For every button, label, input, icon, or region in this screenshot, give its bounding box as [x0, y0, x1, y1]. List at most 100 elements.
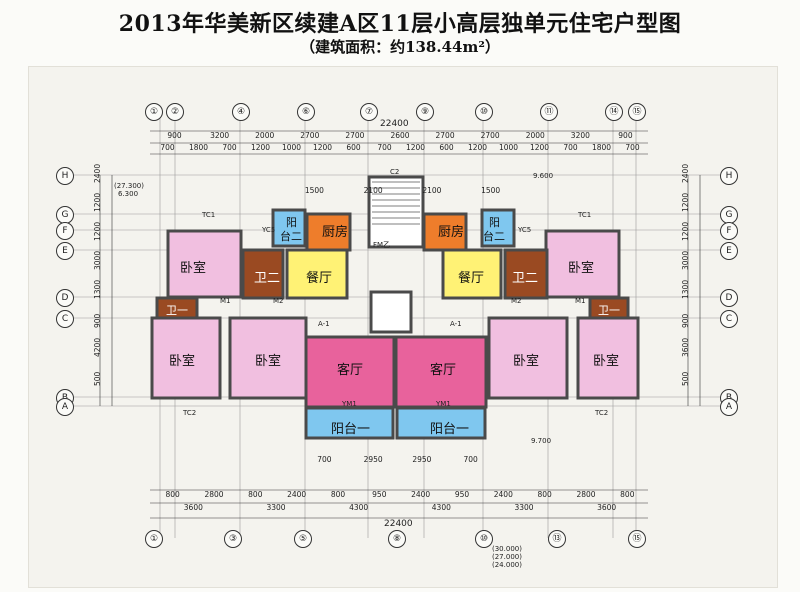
axis-bubble-top: ④ — [232, 103, 250, 121]
dim-left-col: 4200 — [93, 337, 102, 357]
dim-top-row2: 1200 — [405, 143, 426, 152]
dim-bottom-row2: 2800 — [576, 490, 596, 499]
dim-bottom-row2: 800 — [620, 490, 635, 499]
dim-top-row1: 3200 — [570, 131, 590, 140]
axis-bubble-bottom: ③ — [224, 530, 242, 548]
dim-top-row1: 2000 — [525, 131, 545, 140]
dim-top-row2: 600 — [346, 143, 361, 152]
bath2-label: 卫二 — [512, 271, 539, 286]
elevation-label: 9.700 — [531, 437, 552, 445]
dim-right-col: 1200 — [681, 222, 690, 242]
dim-top-row1: 2700 — [435, 131, 455, 140]
axis-bubble-top: ⑨ — [416, 103, 434, 121]
living-label: 客厅 — [337, 363, 364, 378]
door-tag: A-1 — [318, 320, 330, 328]
dim-bottom-row3: 3300 — [514, 503, 534, 512]
dim-kitchen-row: 1500 — [304, 186, 324, 195]
axis-bubble-left: A — [56, 398, 74, 416]
axis-bubble-right: F — [720, 222, 738, 240]
dim-right-col: 1200 — [681, 193, 690, 213]
door-tag: YM1 — [436, 400, 451, 408]
dim-kitchen-row: 2100 — [363, 186, 383, 195]
bedroom-label: 卧室 — [593, 354, 620, 369]
axis-bubble-right: A — [720, 398, 738, 416]
axis-bubble-right: E — [720, 242, 738, 260]
axis-bubble-left: D — [56, 289, 74, 307]
door-tag: M2 — [273, 297, 284, 305]
elevation-label: (30.000) — [492, 545, 522, 553]
axis-bubble-left: H — [56, 167, 74, 185]
axis-bubble-right: C — [720, 310, 738, 328]
door-tag: FM乙 — [373, 241, 391, 249]
dim-top-row2: 1800 — [188, 143, 209, 152]
dining-label: 餐厅 — [458, 271, 485, 286]
dim-top-row2: 1200 — [529, 143, 550, 152]
dim-top-row2: 1000 — [498, 143, 519, 152]
dim-bottom-row1: 2950 — [412, 455, 432, 464]
dim-top-row1: 2700 — [345, 131, 365, 140]
axis-bubble-left: E — [56, 242, 74, 260]
dim-kitchen-row: 2100 — [422, 186, 442, 195]
dim-top-row1: 900 — [167, 131, 182, 140]
kitchen-room — [305, 212, 352, 252]
door-tag: M1 — [575, 297, 586, 305]
dim-right-col: 900 — [681, 313, 690, 328]
bath-room — [503, 248, 549, 300]
elevation-label: 6.300 — [118, 190, 139, 198]
dim-right-col: 500 — [681, 371, 690, 386]
dim-top-row2: 1200 — [312, 143, 333, 152]
balcony2-label-line1: 阳 — [286, 216, 297, 229]
dim-top-row2: 700 — [160, 143, 175, 152]
dim-bottom-row3: 3600 — [183, 503, 203, 512]
dim-top-row1: 2000 — [255, 131, 275, 140]
bedroom-label: 卧室 — [169, 354, 196, 369]
axis-bubble-top: ⑮ — [628, 103, 646, 121]
bedroom-label: 卧室 — [180, 261, 207, 276]
dim-right-col: 3000 — [681, 250, 690, 271]
axis-bubble-top: ② — [166, 103, 184, 121]
dim-top-row2: 700 — [563, 143, 578, 152]
dimension-lines — [99, 130, 701, 519]
axis-bubble-left: C — [56, 310, 74, 328]
door-tag: A-1 — [450, 320, 462, 328]
axis-bubble-top: ⑪ — [540, 103, 558, 121]
bedroom-room — [166, 229, 243, 299]
door-tag: M2 — [511, 297, 522, 305]
balcony-room — [271, 208, 307, 248]
dim-bottom-row2: 2400 — [287, 490, 307, 499]
dim-top-row1: 2700 — [480, 131, 500, 140]
dim-bottom-row2: 800 — [165, 490, 180, 499]
axis-bubble-top: ⑥ — [297, 103, 315, 121]
dim-left-col: 1200 — [93, 222, 102, 242]
dim-right-col: 1300 — [681, 279, 690, 299]
balcony-room — [304, 406, 395, 440]
balcony-room — [395, 406, 487, 440]
total-width-top: 22400 — [380, 119, 409, 129]
balcony2-label-line2: 台二 — [483, 230, 505, 243]
bedroom-room — [576, 316, 640, 400]
dim-top-row1: 2600 — [390, 131, 410, 140]
axis-bubble-top: ⑭ — [605, 103, 623, 121]
dim-bottom-row2: 2400 — [493, 490, 513, 499]
dining-label: 餐厅 — [306, 271, 333, 286]
dim-bottom-row3: 3300 — [266, 503, 286, 512]
dim-bottom-row3: 4300 — [431, 503, 451, 512]
axis-bubble-bottom: ⑬ — [548, 530, 566, 548]
balcony2-label-line1: 阳 — [489, 216, 500, 229]
bath1-label: 卫一 — [598, 304, 620, 317]
dim-left-col: 3000 — [93, 250, 102, 271]
dim-bottom-row1: 700 — [463, 455, 478, 464]
page-title: 2013年华美新区续建A区11层小高层独单元住宅户型图 — [118, 11, 682, 37]
dim-bottom-row2: 950 — [454, 490, 470, 499]
dim-bottom-row2: 2400 — [411, 490, 431, 499]
window-tag: YC5 — [262, 226, 276, 234]
axis-bubble-bottom: ① — [145, 530, 163, 548]
dim-left-col: 500 — [93, 371, 102, 386]
elevation-label: 9.600 — [533, 172, 554, 180]
axis-bubble-top: ⑩ — [475, 103, 493, 121]
window-tag: C2 — [390, 168, 400, 176]
dim-right-col: 3600 — [681, 337, 690, 357]
elevation-label: (24.000) — [492, 561, 522, 569]
bedroom-label: 卧室 — [568, 261, 595, 276]
